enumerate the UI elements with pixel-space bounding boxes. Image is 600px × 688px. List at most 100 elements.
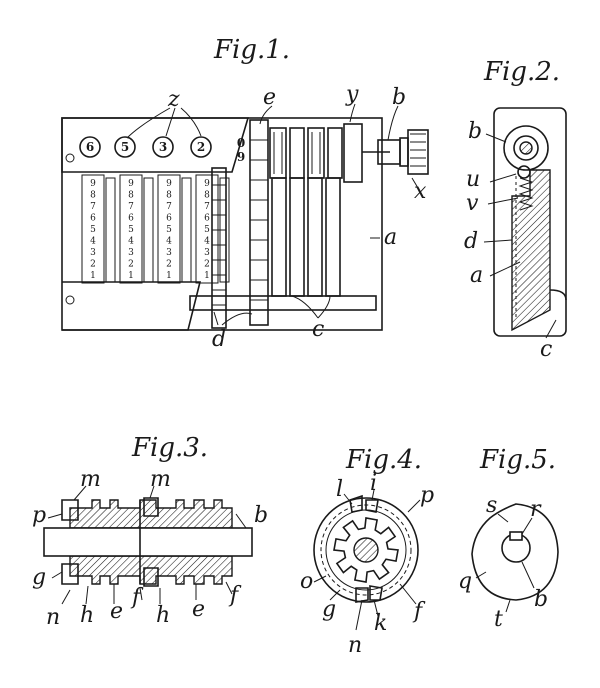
- label-d: d: [212, 327, 226, 352]
- fig4-label-p: p: [420, 483, 434, 508]
- scale-digit: 6: [204, 214, 210, 224]
- scale-digit: 8: [128, 191, 134, 201]
- label-e: e: [263, 85, 276, 110]
- fig2-gear: [503, 125, 549, 171]
- dial-digit: 5: [121, 140, 129, 154]
- dial: [79, 136, 101, 158]
- fig1-screw-bottom: [65, 295, 75, 305]
- fig4-pawl-k: [369, 585, 383, 601]
- scale-digit: 7: [128, 202, 134, 212]
- scale-digit: 7: [90, 202, 96, 212]
- scale-digit: 9: [204, 179, 210, 189]
- chain-d: [211, 167, 227, 329]
- fig1-dial-plate: [61, 117, 250, 173]
- fig4-label-n: n: [348, 633, 362, 658]
- fig1-rail: [189, 295, 377, 311]
- fig4-title: Fig.4.: [345, 445, 422, 475]
- side-digit: 0: [237, 136, 245, 150]
- scale-digit: 6: [128, 214, 134, 224]
- scale-digit: 5: [128, 225, 134, 235]
- part-y: [343, 123, 363, 183]
- scale-digit: 2: [204, 260, 210, 270]
- scale-digit: 5: [90, 225, 96, 235]
- fig5-label-r: r: [530, 497, 542, 522]
- fig3-label-g: g: [32, 565, 46, 590]
- scale-digit: 3: [204, 248, 210, 258]
- fig3-label-h1: h: [80, 603, 94, 628]
- fig3-label-b: b: [254, 503, 268, 528]
- fig5-cam: [471, 503, 559, 601]
- knob-x: [407, 129, 429, 175]
- label-x: x: [414, 179, 427, 204]
- fig4-pawl-i: [365, 499, 379, 513]
- fig2-label-d: d: [464, 229, 478, 254]
- dial-digit: 2: [197, 140, 205, 154]
- scale-digit: 7: [166, 202, 172, 212]
- fig2-housing: [493, 107, 567, 337]
- fig5-label-b: b: [534, 587, 548, 612]
- dial-digit: 6: [86, 140, 94, 154]
- fig4-label-l: l: [336, 477, 343, 502]
- fig3-upper-gears: [69, 499, 233, 529]
- scale-digit: 4: [166, 237, 172, 247]
- scale-digit: 8: [90, 191, 96, 201]
- scale-digit: 5: [166, 225, 172, 235]
- fig4-shaft: [353, 537, 379, 563]
- fig3-label-m2: m: [150, 467, 171, 492]
- scale-digit: 8: [166, 191, 172, 201]
- fig5-label-t: t: [494, 607, 503, 632]
- fig1-title: Fig.1.: [213, 35, 290, 65]
- pawl-m: [61, 499, 79, 521]
- scale-digit: 4: [128, 237, 134, 247]
- fig1-dials: 6 5 3 2 0 9: [79, 136, 245, 164]
- dial: [152, 136, 174, 158]
- label-b: b: [392, 85, 406, 110]
- pawl-n: [61, 563, 79, 585]
- fig4-label-i: i: [370, 471, 377, 496]
- scale-digit: 4: [204, 237, 210, 247]
- fig3-lower-gears: [69, 555, 233, 585]
- dial: [190, 136, 212, 158]
- fig2-label-b: b: [468, 119, 482, 144]
- fig3-label-h2: h: [156, 603, 170, 628]
- chain-e: [249, 119, 269, 326]
- fig1-screw-top: [65, 153, 75, 163]
- scale-digit: 4: [90, 237, 96, 247]
- figure-4: Fig.4. l i p o g k f n: [300, 445, 434, 658]
- fig5-label-s: s: [486, 493, 497, 518]
- fig2-spring: [518, 177, 534, 211]
- scale-digit: 9: [128, 179, 134, 189]
- fig1-frame: [61, 117, 383, 331]
- label-c: c: [312, 317, 324, 342]
- fig4-label-k: k: [374, 611, 387, 636]
- scale-digit: 9: [90, 179, 96, 189]
- fig2-section: [511, 169, 551, 332]
- fig4-label-f: f: [412, 599, 426, 624]
- fig3-label-e1: e: [110, 599, 123, 624]
- dial: [114, 136, 136, 158]
- fig3-shaft: [43, 527, 253, 557]
- dial-digit: 3: [159, 140, 167, 154]
- fig2-label-v: v: [466, 191, 479, 216]
- scale-digit: 3: [90, 248, 96, 258]
- figure-5: Fig.5. s r q b t: [458, 445, 559, 632]
- fig1-gear-stack: [269, 123, 363, 183]
- side-digit: 9: [237, 150, 245, 164]
- fig4-pawl-l: [349, 494, 363, 513]
- scale-digit: 8: [204, 191, 210, 201]
- scale-digit: 9: [166, 179, 172, 189]
- figure-2: Fig.2. b u v d a c: [464, 57, 567, 362]
- figure-3: Fig.3. m m p b g f f n h e h e: [32, 433, 268, 630]
- scale-digit: 2: [128, 260, 134, 270]
- fig4-label-o: o: [300, 569, 313, 594]
- fig2-label-a: a: [470, 263, 483, 288]
- scale-digit: 1: [204, 271, 210, 281]
- fig4-pawl-n: [355, 587, 369, 603]
- fig2-label-c: c: [540, 337, 552, 362]
- fig5-title: Fig.5.: [479, 445, 556, 475]
